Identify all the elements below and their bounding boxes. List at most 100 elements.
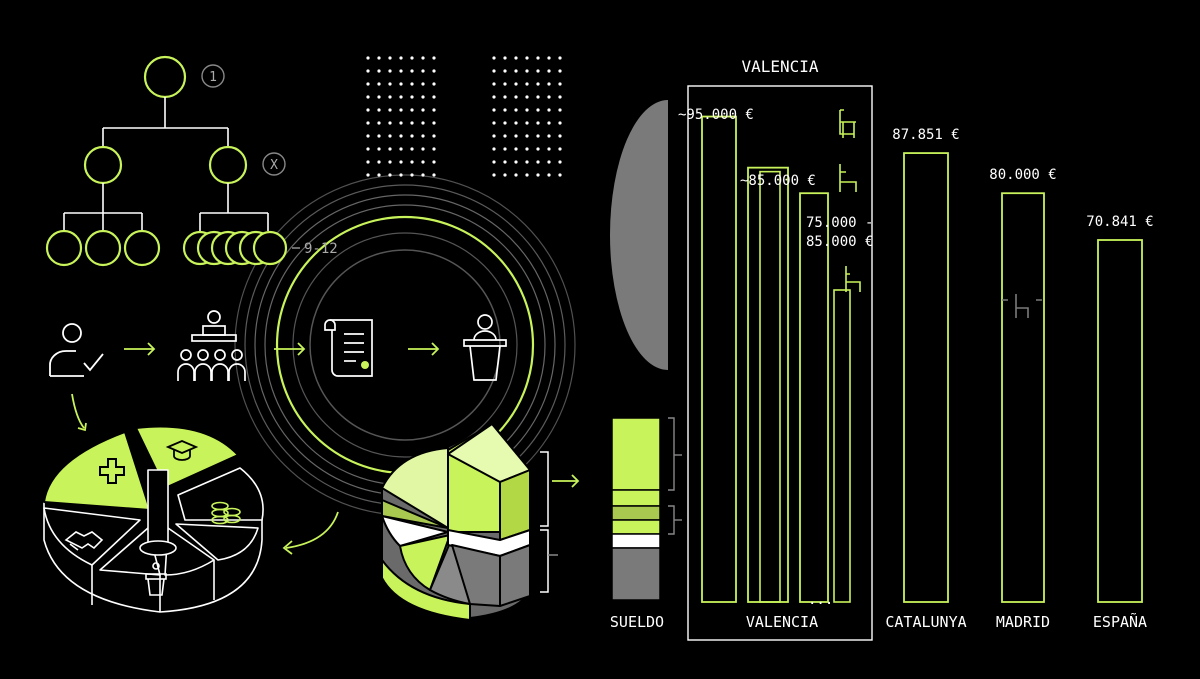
salary-data-labels: 87.851 €80.000 €70.841 € <box>892 127 1153 230</box>
salary-bar-2-inner <box>759 170 781 603</box>
grid-dot <box>514 82 518 86</box>
grid-dot <box>503 121 507 125</box>
grid-dot <box>514 69 518 73</box>
arrow-right-1 <box>124 342 156 356</box>
grid-dot <box>388 108 392 112</box>
region-label-catalunya: CATALUNYA <box>885 613 966 631</box>
annotation-v1: ~95.000 € <box>678 107 754 123</box>
grid-dot <box>377 134 381 138</box>
grid-dot <box>366 147 370 151</box>
grid-dot <box>514 160 518 164</box>
chair-icon-2 <box>839 164 857 192</box>
grid-dot <box>514 95 518 99</box>
pie-3d-left <box>43 425 264 613</box>
valencia-group-label: VALENCIA <box>746 613 818 631</box>
grid-dot <box>399 147 403 151</box>
bracket-right-pie <box>540 451 558 593</box>
grid-dot <box>503 56 507 60</box>
grid-dot <box>366 121 370 125</box>
salary-bar-2 <box>747 166 789 603</box>
grid-dot <box>421 134 425 138</box>
tree-mid-node-right <box>208 145 248 185</box>
grid-dot <box>388 147 392 151</box>
grid-dot <box>492 82 496 86</box>
salary-data-label-6: 70.841 € <box>1086 214 1153 230</box>
grid-dot <box>536 173 540 177</box>
grid-dot <box>432 173 436 177</box>
grid-dot <box>377 82 381 86</box>
grid-dot <box>388 82 392 86</box>
medical-cross-icon <box>99 458 125 484</box>
grid-dot <box>388 173 392 177</box>
grid-dot <box>399 95 403 99</box>
grid-dot <box>525 134 529 138</box>
grid-dot <box>388 160 392 164</box>
grid-dot <box>525 121 529 125</box>
salary-bar-4 <box>903 152 949 603</box>
grid-dot <box>432 134 436 138</box>
grid-dot <box>492 121 496 125</box>
handshake-icon <box>64 531 104 551</box>
pie-3d-right <box>381 423 531 621</box>
grid-dot <box>410 69 414 73</box>
grid-dot <box>432 95 436 99</box>
salary-bar-5 <box>1001 192 1045 603</box>
arrow-down-left <box>71 393 87 432</box>
grid-dot <box>421 95 425 99</box>
grid-dot <box>525 82 529 86</box>
chair-icon-3 <box>845 266 861 292</box>
grid-dot <box>547 147 551 151</box>
salary-bar-6 <box>1097 239 1143 603</box>
grid-dot <box>377 56 381 60</box>
grid-dot <box>547 82 551 86</box>
grid-dot <box>366 134 370 138</box>
grid-dot <box>503 69 507 73</box>
grid-dot <box>536 82 540 86</box>
salary-bar-3-sub <box>833 289 851 603</box>
grid-dot <box>399 121 403 125</box>
grid-dot <box>410 82 414 86</box>
valencia-ellipsis: ... <box>808 592 833 608</box>
grid-dot <box>388 134 392 138</box>
grid-dot <box>377 173 381 177</box>
salary-data-label-5: 80.000 € <box>989 167 1056 183</box>
grid-dot <box>547 121 551 125</box>
chair-icon-4 <box>1002 294 1042 318</box>
grid-dot <box>525 95 529 99</box>
dot-grid-left <box>366 56 436 177</box>
badge-x <box>262 152 286 176</box>
grid-dot <box>536 56 540 60</box>
grid-dot <box>536 134 540 138</box>
grid-dot <box>525 173 529 177</box>
grid-dot <box>558 56 562 60</box>
grid-dot <box>536 69 540 73</box>
user-check-icon <box>49 323 104 377</box>
grid-dot <box>377 121 381 125</box>
grid-dot <box>366 69 370 73</box>
grid-dot <box>547 95 551 99</box>
grid-dot <box>410 121 414 125</box>
grid-dot <box>421 82 425 86</box>
sueldo-brackets <box>668 417 682 535</box>
grid-dot <box>432 82 436 86</box>
grid-dot <box>525 147 529 151</box>
grid-dot <box>492 134 496 138</box>
grid-dot <box>410 147 414 151</box>
arrow-right-3 <box>408 342 440 356</box>
grid-dot <box>558 134 562 138</box>
sueldo-label: SUELDO <box>610 613 664 631</box>
grid-dot <box>558 82 562 86</box>
grid-dot <box>366 173 370 177</box>
grid-dot <box>377 95 381 99</box>
badge-x-label: X <box>270 158 278 173</box>
grid-dot <box>377 69 381 73</box>
grid-dot <box>399 173 403 177</box>
grid-dot <box>492 69 496 73</box>
grid-dot <box>558 95 562 99</box>
grid-dot <box>492 95 496 99</box>
grid-dot <box>377 160 381 164</box>
grid-dot <box>399 160 403 164</box>
grid-dot <box>536 95 540 99</box>
